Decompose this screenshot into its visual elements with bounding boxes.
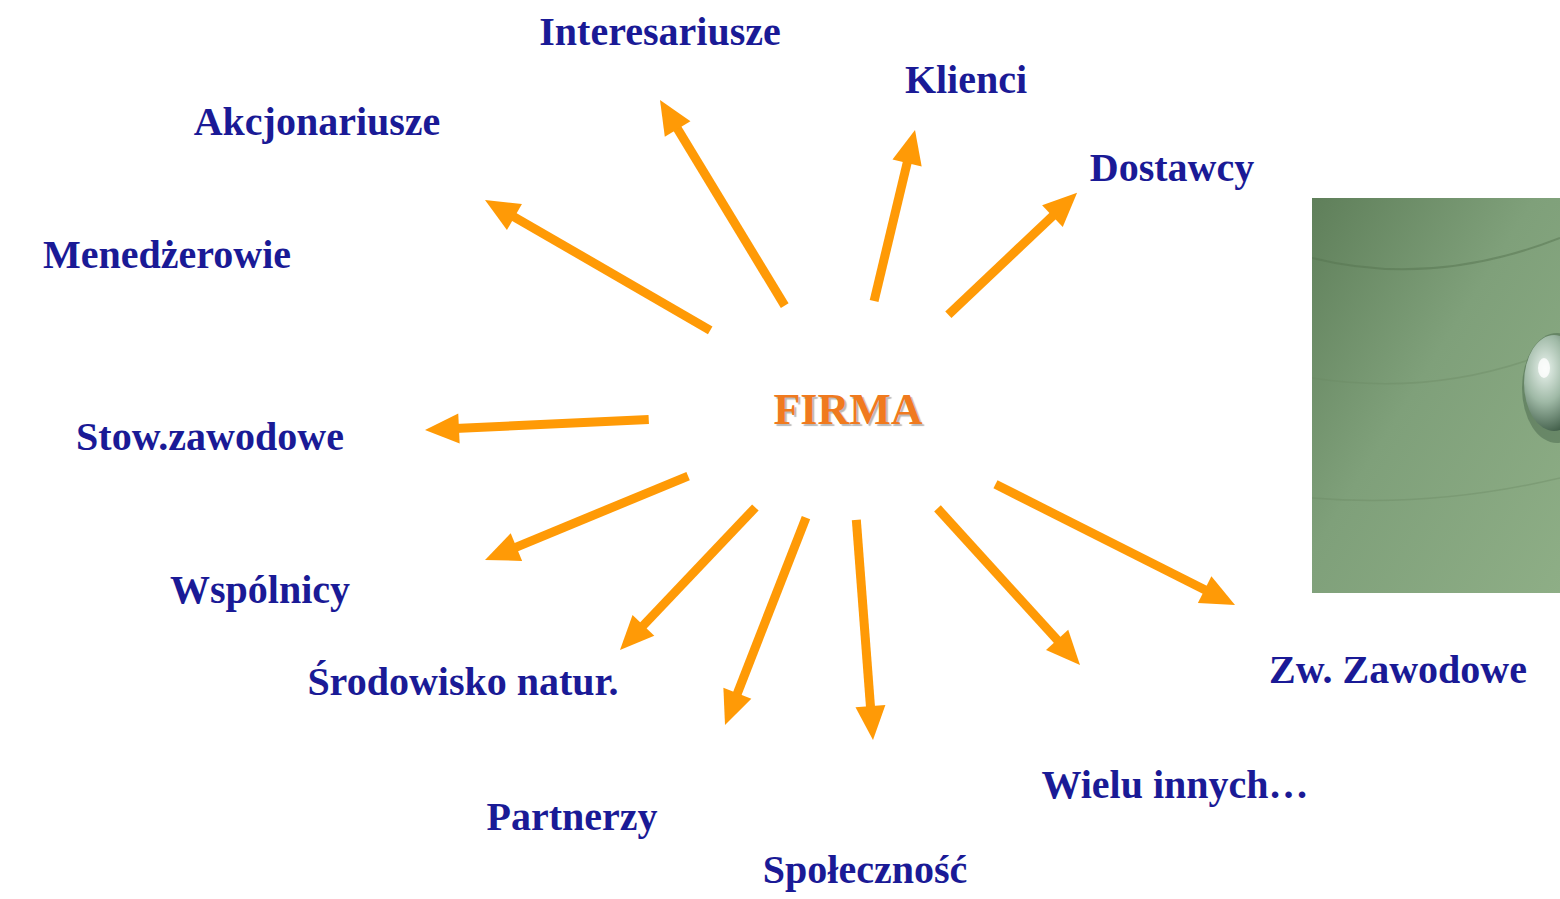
stakeholder-label: Społeczność: [763, 849, 967, 891]
arrow-shaft: [995, 484, 1208, 591]
arrow-connector: [995, 484, 1235, 605]
arrow-head: [1198, 576, 1235, 605]
arrow-head: [892, 130, 921, 167]
arrow-shaft: [641, 507, 756, 628]
stakeholder-node: Akcjonariusze: [190, 99, 445, 145]
arrow-shaft: [455, 419, 649, 428]
arrow-head: [1046, 630, 1080, 665]
arrow-connector: [948, 193, 1077, 315]
stakeholder-node: Partnerzy: [482, 794, 661, 840]
arrow-connector: [723, 518, 806, 725]
stakeholder-node: Stow.zawodowe: [72, 414, 348, 460]
stakeholder-node: Zw. Zawodowe: [1265, 647, 1531, 693]
arrow-shaft: [937, 508, 1059, 642]
arrow-connector: [660, 100, 785, 306]
stakeholder-node: Społeczność: [759, 847, 971, 893]
stakeholder-label: Menedżerowie: [43, 234, 291, 276]
stakeholder-label: Środowisko natur.: [307, 661, 618, 703]
arrow-head: [485, 533, 522, 561]
arrow-connector: [485, 200, 710, 330]
arrow-connector: [620, 507, 755, 650]
arrow-shaft: [736, 518, 806, 698]
arrow-head: [425, 413, 460, 443]
arrow-connector: [855, 520, 885, 740]
arrow-connector: [937, 508, 1080, 665]
stakeholder-node: Menedżerowie: [39, 232, 295, 278]
arrow-head: [1042, 193, 1077, 227]
stakeholder-label: Wielu innych…: [1041, 764, 1308, 806]
arrow-shaft: [513, 476, 688, 548]
arrow-head: [620, 615, 654, 650]
arrow-connector: [485, 476, 688, 561]
stakeholder-label: Dostawcy: [1090, 147, 1254, 189]
arrow-shaft: [948, 213, 1055, 314]
arrow-head: [485, 200, 522, 230]
stakeholder-node: Interesariusze: [535, 9, 784, 55]
stakeholder-label: Akcjonariusze: [194, 101, 441, 143]
center-label: FIRMA: [773, 387, 922, 433]
arrow-head: [660, 100, 690, 137]
stakeholder-node: Klienci: [901, 57, 1031, 103]
center-node: FIRMA: [648, 300, 1048, 520]
stakeholder-node: Środowisko natur.: [303, 659, 622, 705]
stakeholder-node: Wspólnicy: [166, 567, 354, 613]
arrow-shaft: [676, 126, 785, 306]
stakeholder-label: Zw. Zawodowe: [1269, 649, 1527, 691]
arrow-shaft: [874, 159, 908, 301]
arrow-head: [855, 705, 885, 740]
arrow-shaft: [511, 215, 710, 330]
water-drop: [1524, 335, 1560, 431]
arrow-shaft: [856, 520, 870, 710]
stakeholder-label: Partnerzy: [486, 796, 657, 838]
stakeholder-label: Stow.zawodowe: [76, 416, 344, 458]
stakeholder-label: Wspólnicy: [170, 569, 350, 611]
stakeholder-label: Interesariusze: [539, 11, 780, 53]
stakeholder-label: Klienci: [905, 59, 1027, 101]
stakeholder-node: Dostawcy: [1086, 145, 1258, 191]
arrow-connector: [874, 130, 922, 301]
arrow-head: [723, 688, 751, 725]
stakeholder-node: Wielu innych…: [1037, 762, 1312, 808]
leaf-photo: [1312, 198, 1560, 593]
arrow-connector: [425, 413, 649, 443]
